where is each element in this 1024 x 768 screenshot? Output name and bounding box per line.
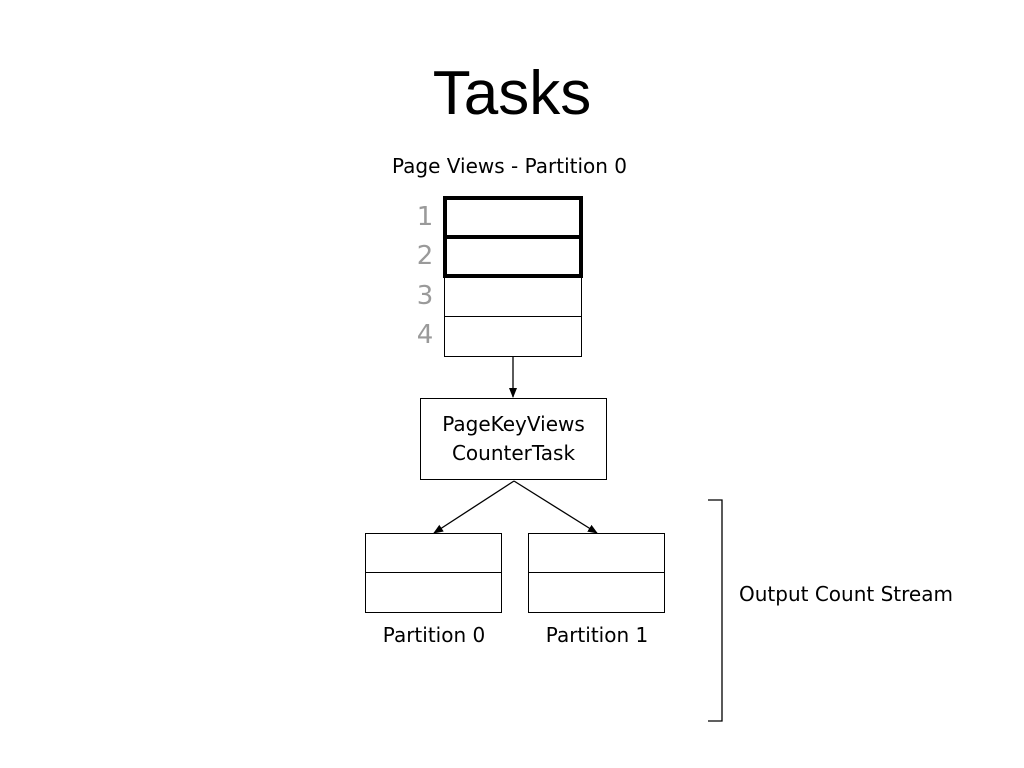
- task-name-line2: CounterTask: [451, 441, 576, 465]
- row-number-1: 1: [416, 202, 434, 232]
- row-number-3: 3: [416, 281, 434, 311]
- input-stream-label: Page Views - Partition 0: [392, 154, 628, 178]
- task-name-line1: PageKeyViews: [442, 412, 585, 436]
- output-stream-bracket: [708, 499, 723, 722]
- output-partition-0-message-2: [365, 572, 502, 613]
- input-message-2-highlighted: [443, 235, 583, 278]
- partition-1-label: Partition 1: [545, 623, 649, 647]
- input-message-4: [444, 316, 582, 357]
- task-to-partition-0-arrow: [433, 480, 515, 534]
- input-message-3: [444, 276, 582, 317]
- partition-0-label: Partition 0: [382, 623, 486, 647]
- task-to-partition-1-arrow: [513, 480, 598, 534]
- task-box: PageKeyViews CounterTask: [420, 398, 607, 480]
- output-stream-label: Output Count Stream: [739, 582, 953, 606]
- output-partition-1-message-1: [528, 533, 665, 574]
- slide-title: Tasks: [432, 59, 592, 128]
- row-number-4: 4: [416, 320, 434, 350]
- output-partition-1-message-2: [528, 572, 665, 613]
- input-message-1-highlighted: [443, 196, 583, 239]
- row-number-2: 2: [416, 241, 434, 271]
- output-partition-0-message-1: [365, 533, 502, 574]
